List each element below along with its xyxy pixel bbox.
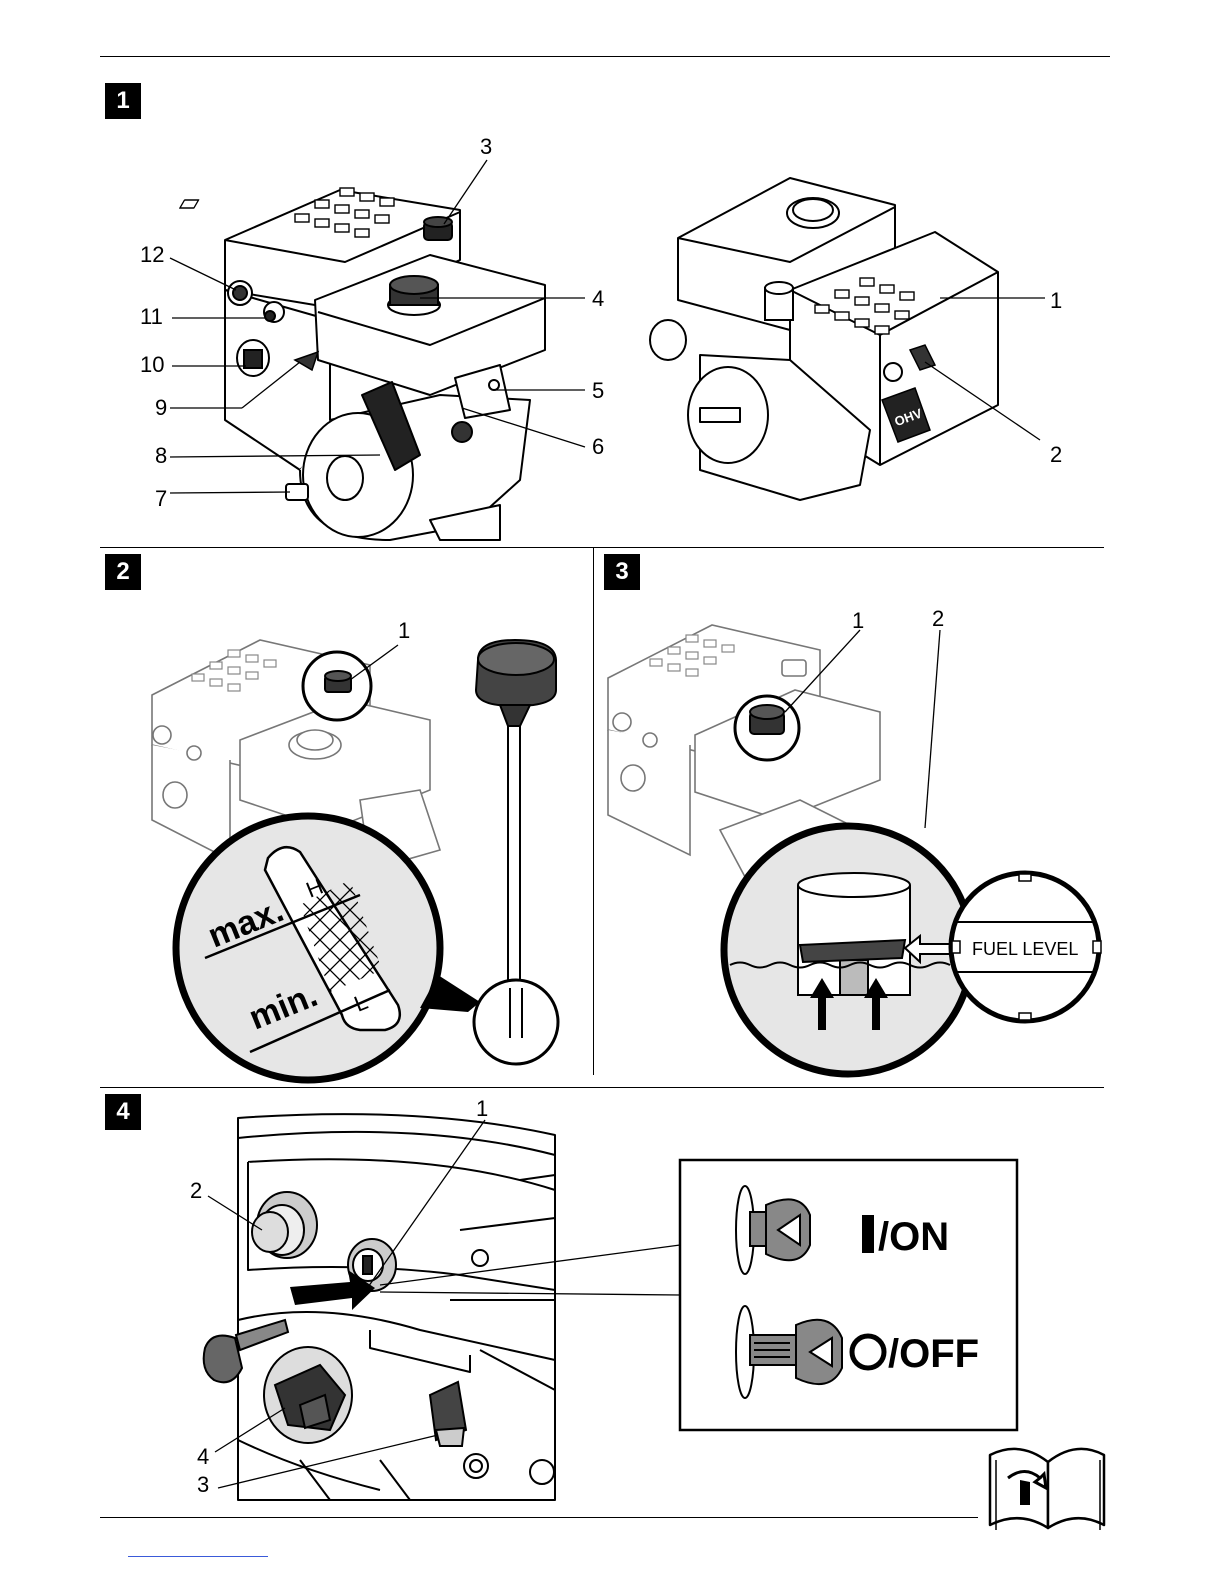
book-arrow-icon[interactable]	[0, 0, 1224, 1584]
